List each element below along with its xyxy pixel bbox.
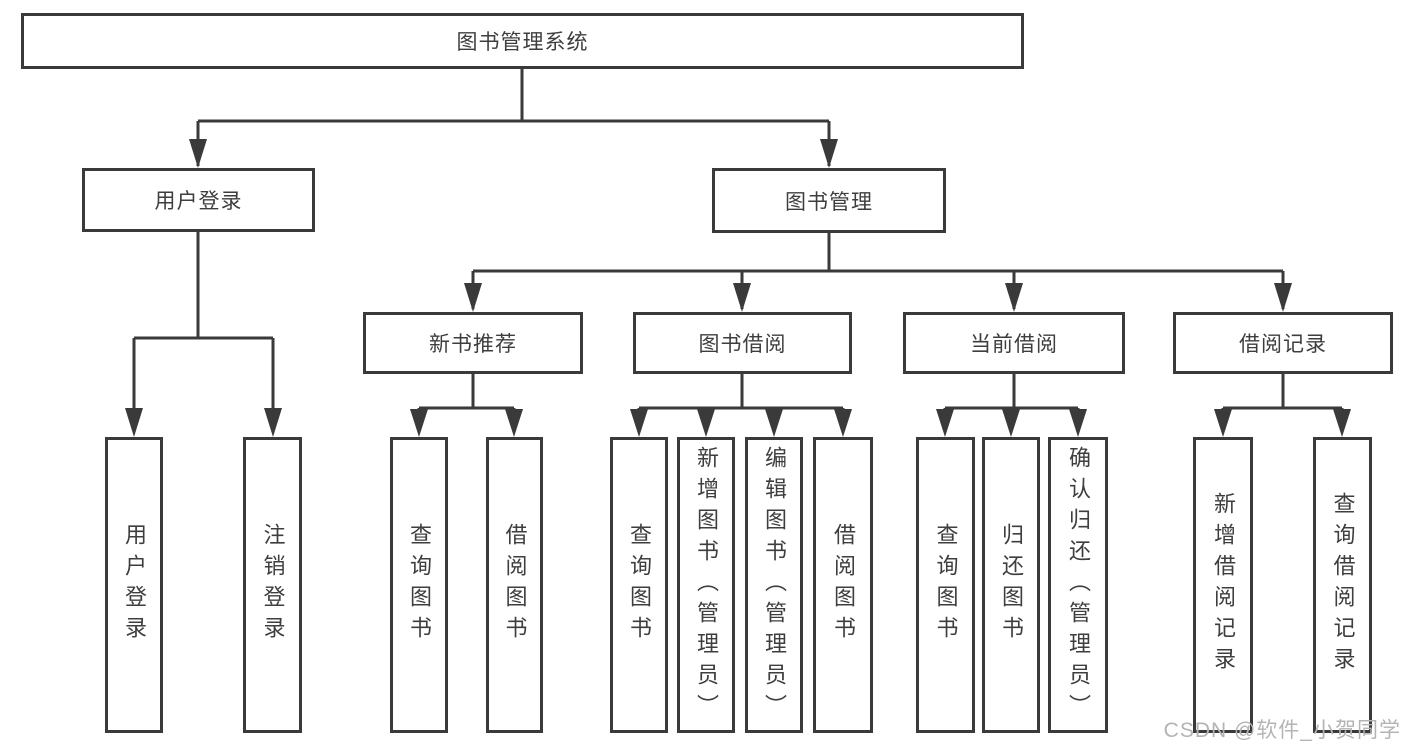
leaf-borrow-books-recommend: 借阅图书 [486, 437, 543, 733]
node-book-borrowing: 图书借阅 [633, 312, 852, 374]
arrowhead-icon [820, 139, 838, 168]
leaf-confirm-return-admin-label: 确认归还（管理员） [1066, 445, 1091, 725]
arrowhead-icon [189, 139, 207, 168]
leaf-user-login-label: 用户登录 [122, 523, 147, 647]
leaf-logout: 注销登录 [243, 437, 302, 733]
leaf-query-borrow-record: 查询借阅记录 [1313, 437, 1372, 733]
leaf-borrow-books-borrowing: 借阅图书 [813, 437, 873, 733]
arrowhead-icon [1069, 409, 1087, 437]
node-book-borrowing-label: 图书借阅 [698, 333, 787, 356]
node-current-borrowing-label: 当前借阅 [970, 333, 1058, 356]
leaf-add-book-admin: 新增图书（管理员） [677, 437, 735, 733]
leaf-query-books-borrowing: 查询图书 [610, 437, 668, 733]
arrowhead-icon [1214, 409, 1232, 437]
node-book-management: 图书管理 [712, 168, 946, 233]
node-user-login-label: 用户登录 [154, 190, 243, 213]
arrowhead-icon [410, 409, 428, 437]
node-current-borrowing: 当前借阅 [903, 312, 1125, 374]
arrowhead-icon [1333, 409, 1351, 437]
leaf-confirm-return-admin: 确认归还（管理员） [1048, 437, 1108, 733]
arrowhead-icon [1002, 409, 1020, 437]
arrowhead-icon [630, 409, 648, 437]
arrowhead-icon [1005, 283, 1023, 312]
leaf-query-books-recommend-label: 查询图书 [407, 523, 432, 647]
node-borrowing-records: 借阅记录 [1173, 312, 1393, 374]
arrowhead-icon [1274, 283, 1292, 312]
leaf-edit-book-admin: 编辑图书（管理员） [745, 437, 803, 733]
node-root-label: 图书管理系统 [456, 31, 589, 54]
leaf-return-book: 归还图书 [982, 437, 1040, 733]
leaf-add-borrow-record: 新增借阅记录 [1193, 437, 1253, 733]
arrowhead-icon [733, 283, 751, 312]
arrowhead-icon [464, 283, 482, 312]
node-new-book-recommend-label: 新书推荐 [429, 333, 517, 356]
node-user-login: 用户登录 [82, 168, 315, 232]
node-book-management-label: 图书管理 [785, 190, 873, 214]
leaf-query-books-borrowing-label: 查询图书 [627, 523, 652, 647]
node-new-book-recommend: 新书推荐 [363, 312, 583, 374]
leaf-logout-label: 注销登录 [260, 523, 286, 647]
node-borrowing-records-label: 借阅记录 [1239, 333, 1327, 356]
leaf-add-book-admin-label: 新增图书（管理员） [694, 445, 719, 725]
arrowhead-icon [765, 409, 783, 437]
leaf-edit-book-admin-label: 编辑图书（管理员） [762, 445, 787, 725]
arrowhead-icon [697, 409, 715, 437]
arrowhead-icon [936, 409, 954, 437]
leaf-borrow-books-borrowing-label: 借阅图书 [831, 523, 856, 647]
arrowhead-icon [834, 409, 852, 437]
arrowhead-icon [125, 408, 143, 437]
leaf-borrow-books-recommend-label: 借阅图书 [502, 523, 528, 647]
leaf-query-borrow-record-label: 查询借阅记录 [1330, 492, 1356, 678]
leaf-add-borrow-record-label: 新增借阅记录 [1211, 492, 1236, 678]
csdn-watermark: CSDN @软件_小贺同学 [1163, 719, 1401, 742]
leaf-query-books-current: 查询图书 [916, 437, 975, 733]
leaf-return-book-label: 归还图书 [999, 523, 1024, 647]
arrowhead-icon [264, 408, 282, 437]
leaf-query-books-current-label: 查询图书 [933, 523, 959, 647]
node-root: 图书管理系统 [21, 13, 1024, 69]
leaf-user-login: 用户登录 [105, 437, 163, 733]
leaf-query-books-recommend: 查询图书 [390, 437, 448, 733]
arrowhead-icon [505, 409, 523, 437]
